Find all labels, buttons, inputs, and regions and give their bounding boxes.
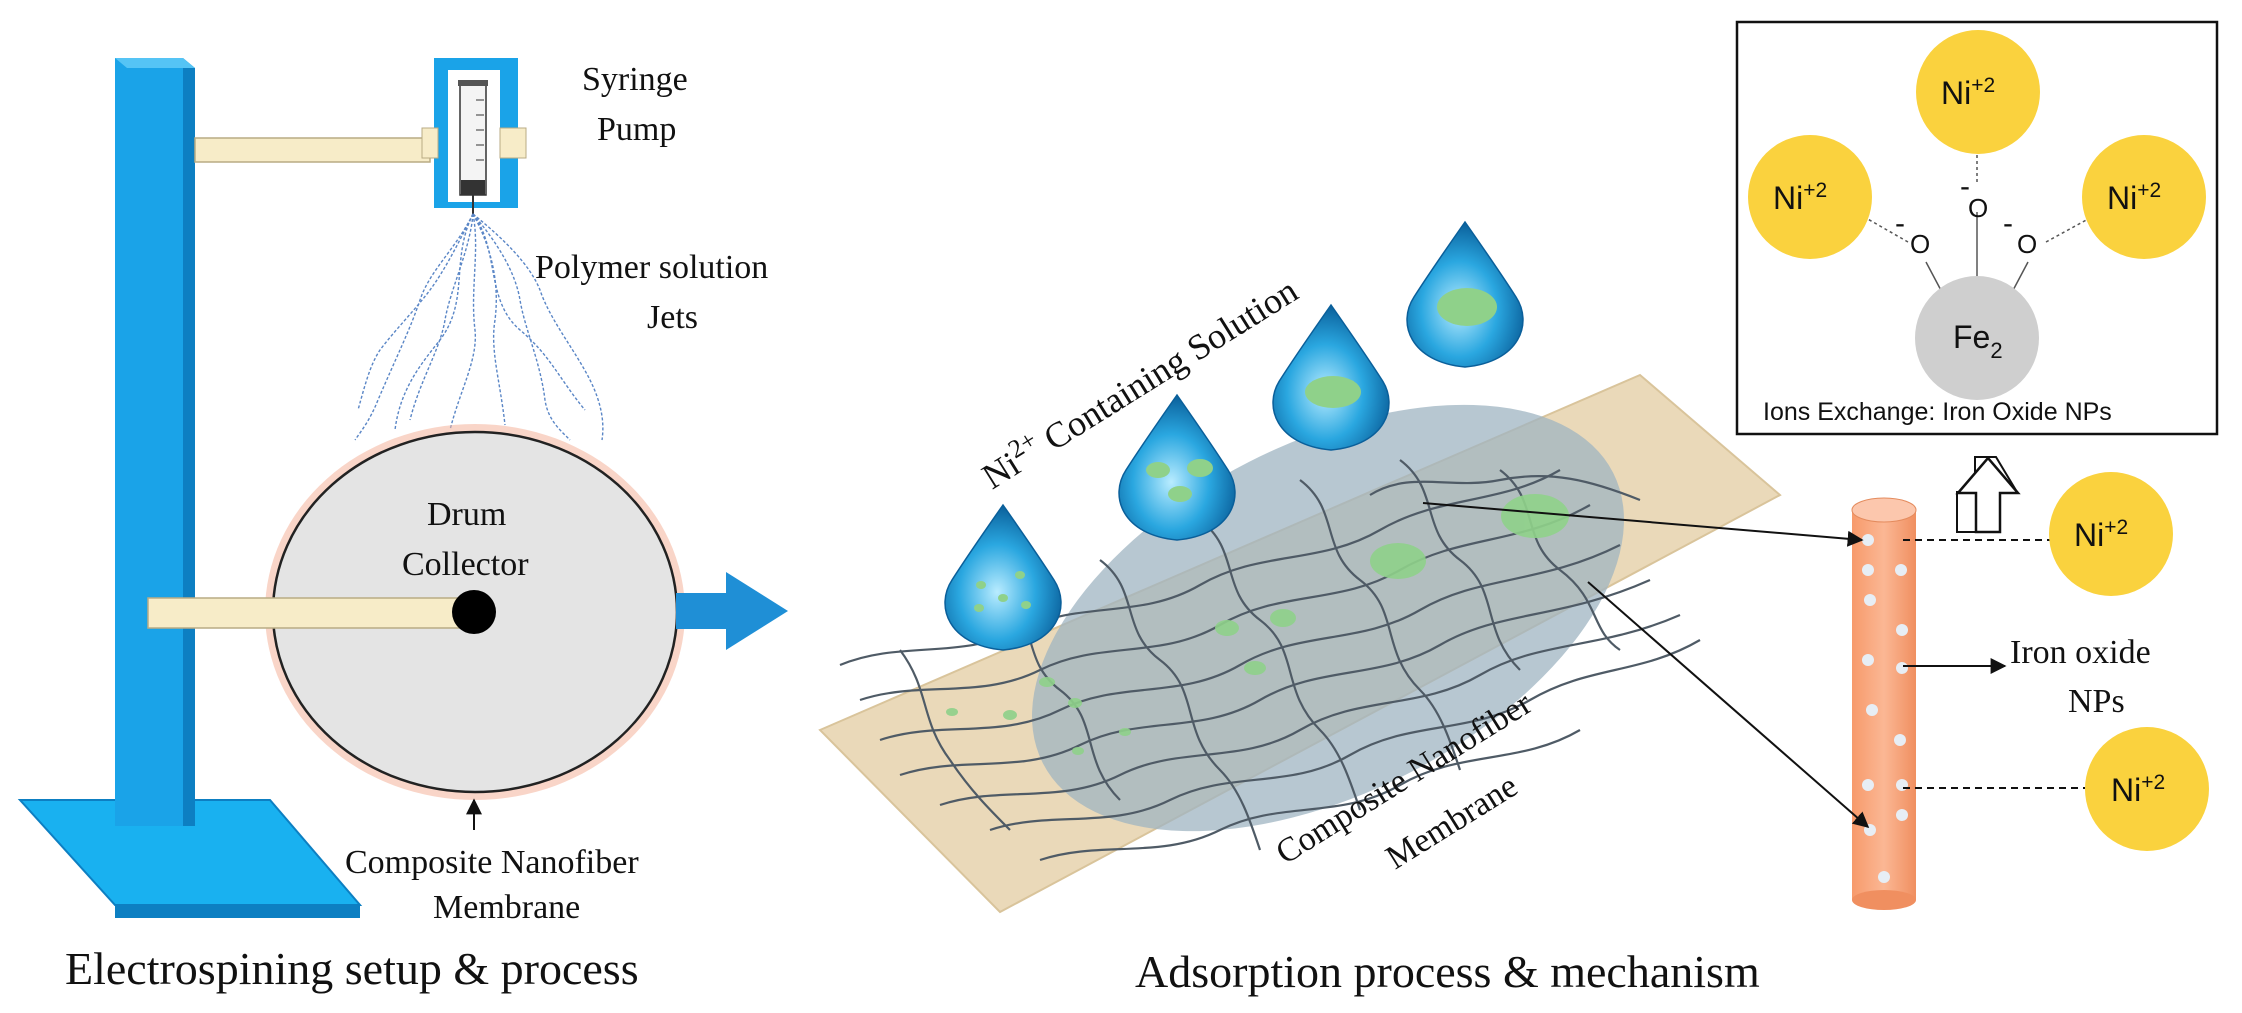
solution-droplet — [944, 503, 1062, 651]
solution-droplet — [1406, 220, 1524, 368]
drum-axle-hub — [452, 590, 496, 634]
ni-ion-top: Ni+2 — [2049, 472, 2173, 596]
adsorption-process: Ni2+ Containing Solution Composite Nanof… — [818, 220, 2209, 997]
connector-top — [1422, 502, 1864, 547]
ion-label: Ni+2 — [1773, 179, 1827, 216]
inset-ni-ion-right: Ni+2 — [2082, 135, 2206, 259]
left-membrane-label-line1: Composite Nanofiber — [345, 844, 639, 881]
oxygen-left: O — [1910, 229, 1930, 259]
drum-axle — [147, 597, 479, 629]
stand-base-edge — [115, 905, 360, 918]
charge-right: - — [2003, 207, 2013, 240]
syringe-pump-block — [499, 127, 527, 159]
ion-label: Ni+2 — [1941, 74, 1995, 111]
charge-left: - — [1895, 207, 1905, 240]
inset-up-arrow-outline — [1955, 456, 2021, 534]
ion-base: Ni — [2111, 772, 2141, 808]
ion-base: Ni — [1941, 75, 1971, 111]
iron-label-line1: Iron oxide — [2010, 634, 2151, 671]
ion-sup: +2 — [1971, 74, 1995, 97]
fe-base: Fe — [1953, 319, 1990, 355]
electrospinning-setup: Syringe Pump Polymer solution Jets Drum … — [17, 58, 788, 994]
syringe-label-line2: Pump — [597, 111, 676, 148]
nickel-particles — [946, 494, 1569, 755]
ion-sup: +2 — [2104, 516, 2128, 539]
syringe-label-line1: Syringe — [582, 61, 688, 98]
dash-right — [2045, 217, 2091, 243]
syringe-pump-block-left — [421, 127, 439, 159]
rotation-arrow-icon — [676, 572, 788, 650]
oxygen-right: O — [2017, 229, 2037, 259]
left-membrane-label-line2: Membrane — [433, 889, 580, 926]
stand-pole-side — [183, 58, 195, 826]
inset-ni-ion-top: Ni+2 — [1916, 30, 2040, 154]
ion-base: Ni — [2074, 517, 2104, 553]
polymer-jets — [354, 213, 604, 441]
right-caption: Adsorption process & mechanism — [1135, 946, 1760, 997]
ion-sup: +2 — [2141, 771, 2165, 794]
ion-base: Ni — [1773, 180, 1803, 216]
ion-label: Ni+2 — [2107, 179, 2161, 216]
fe-center: Fe2 — [1915, 276, 2039, 400]
oxygen-top: O — [1968, 193, 1988, 223]
fe-sub: 2 — [1990, 338, 2002, 363]
syringe-icon — [458, 80, 488, 214]
ni-ion-bottom: Ni+2 — [2085, 727, 2209, 851]
jets-label-line1: Polymer solution — [535, 249, 768, 286]
ion-label: Ni+2 — [2111, 771, 2165, 808]
left-caption: Electrospining setup & process — [65, 943, 639, 994]
solution-droplet — [1118, 393, 1236, 541]
charge-top: - — [1960, 170, 1970, 203]
iron-label-line2: NPs — [2068, 683, 2125, 720]
stand-pole — [115, 58, 183, 826]
drum-label-line1: Drum — [427, 496, 506, 533]
inset-ni-ion-left: Ni+2 — [1748, 135, 1872, 259]
jets-label-line2: Jets — [647, 299, 698, 336]
syringe-arm — [194, 137, 431, 163]
ion-label: Ni+2 — [2074, 516, 2128, 553]
stand-pole-top — [115, 58, 195, 68]
ion-sup: +2 — [1803, 179, 1827, 202]
connector-bottom — [1587, 581, 1870, 829]
ion-base: Ni — [2107, 180, 2137, 216]
ion-sup: +2 — [2137, 179, 2161, 202]
nanofibers — [839, 459, 1701, 862]
ion-exchange-inset: O - O - O - Ni+2 Ni+2 Ni+2 Fe2 Ions Exch… — [1735, 20, 2219, 436]
inset-title: Ions Exchange: Iron Oxide NPs — [1763, 398, 2112, 426]
fe-label: Fe2 — [1953, 319, 2003, 363]
solution-droplet — [1272, 303, 1390, 451]
nanofiber-cylinder — [1851, 497, 1917, 910]
dash-left — [1865, 217, 1909, 243]
drum-label-line2: Collector — [402, 546, 529, 583]
